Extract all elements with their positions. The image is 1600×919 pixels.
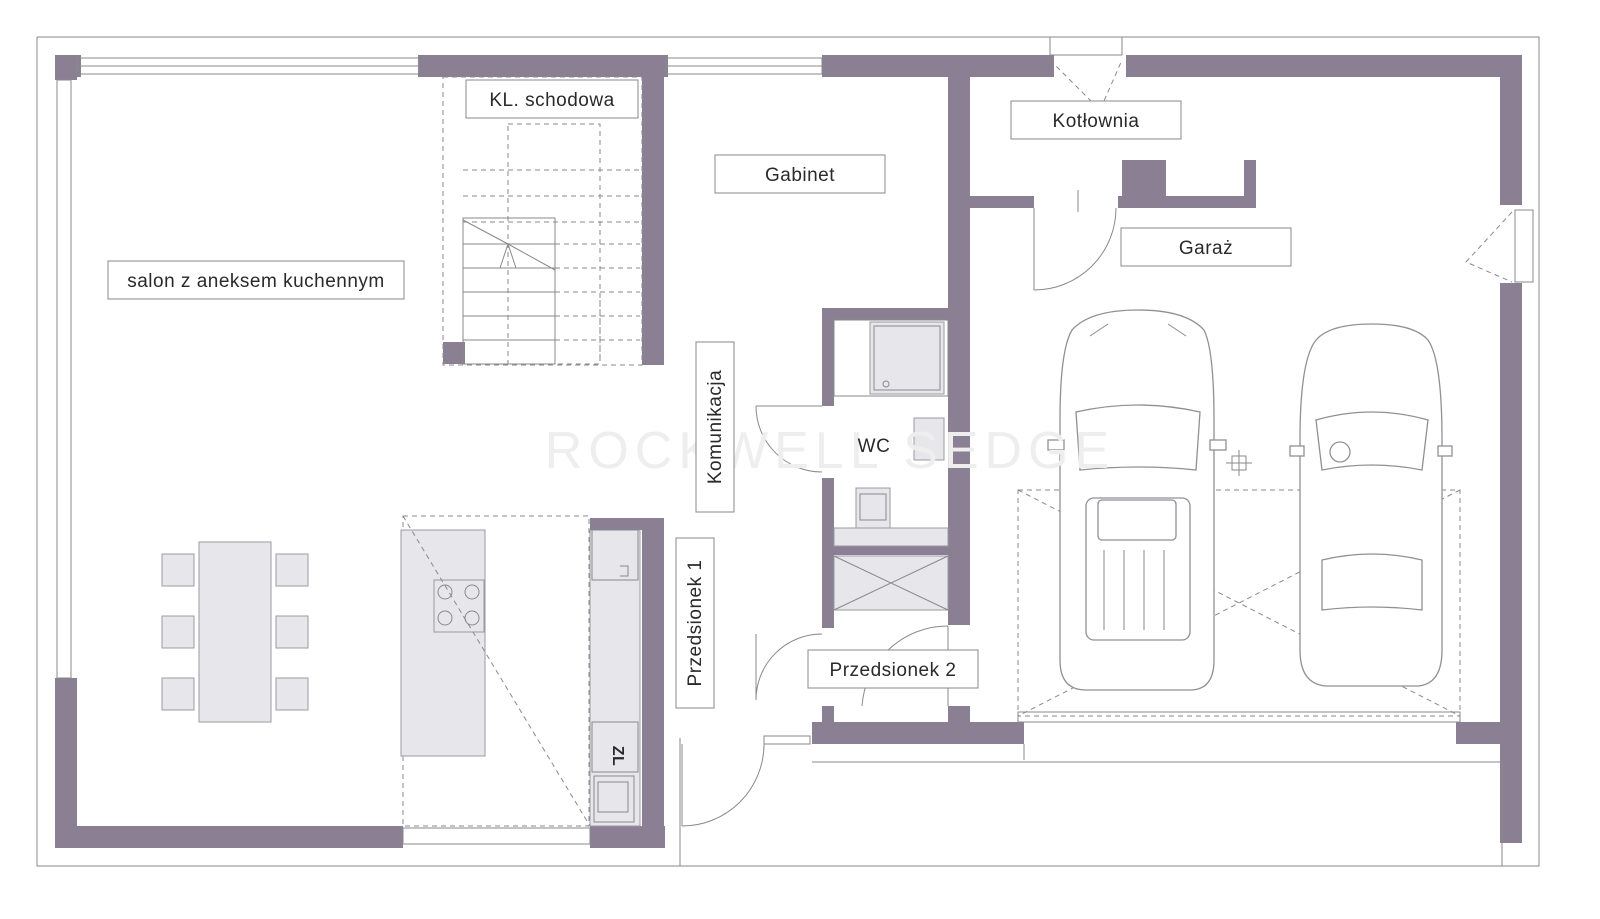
dining-set bbox=[161, 541, 309, 723]
label-kotlownia: Kotłownia bbox=[1053, 111, 1140, 132]
label-wc: WC bbox=[858, 436, 891, 457]
windows bbox=[36, 36, 1534, 866]
kitchen: ZL bbox=[400, 515, 641, 827]
label-komunikacja: Komunikacja bbox=[705, 370, 726, 484]
stairs bbox=[442, 76, 643, 366]
label-salon: salon z aneksem kuchennym bbox=[127, 271, 385, 292]
wc-fixtures bbox=[833, 319, 949, 611]
walls bbox=[55, 55, 1522, 848]
floor-drain-icon bbox=[1226, 450, 1252, 476]
label-przedsionek-1: Przedsionek 1 bbox=[685, 560, 706, 687]
watermark: ROCKWELL SEDGE bbox=[545, 422, 1115, 480]
label-stairs: KL. schodowa bbox=[489, 90, 614, 111]
car-right bbox=[1289, 323, 1453, 687]
label-przedsionek-2: Przedsionek 2 bbox=[830, 660, 957, 681]
label-garaz: Garaż bbox=[1179, 238, 1233, 259]
car-left bbox=[1047, 309, 1227, 691]
label-gabinet: Gabinet bbox=[765, 165, 835, 186]
fridge-label: ZL bbox=[609, 746, 626, 767]
doors bbox=[681, 59, 1513, 827]
room-labels: KL. schodowa salon z aneksem kuchennym G… bbox=[107, 79, 1292, 709]
